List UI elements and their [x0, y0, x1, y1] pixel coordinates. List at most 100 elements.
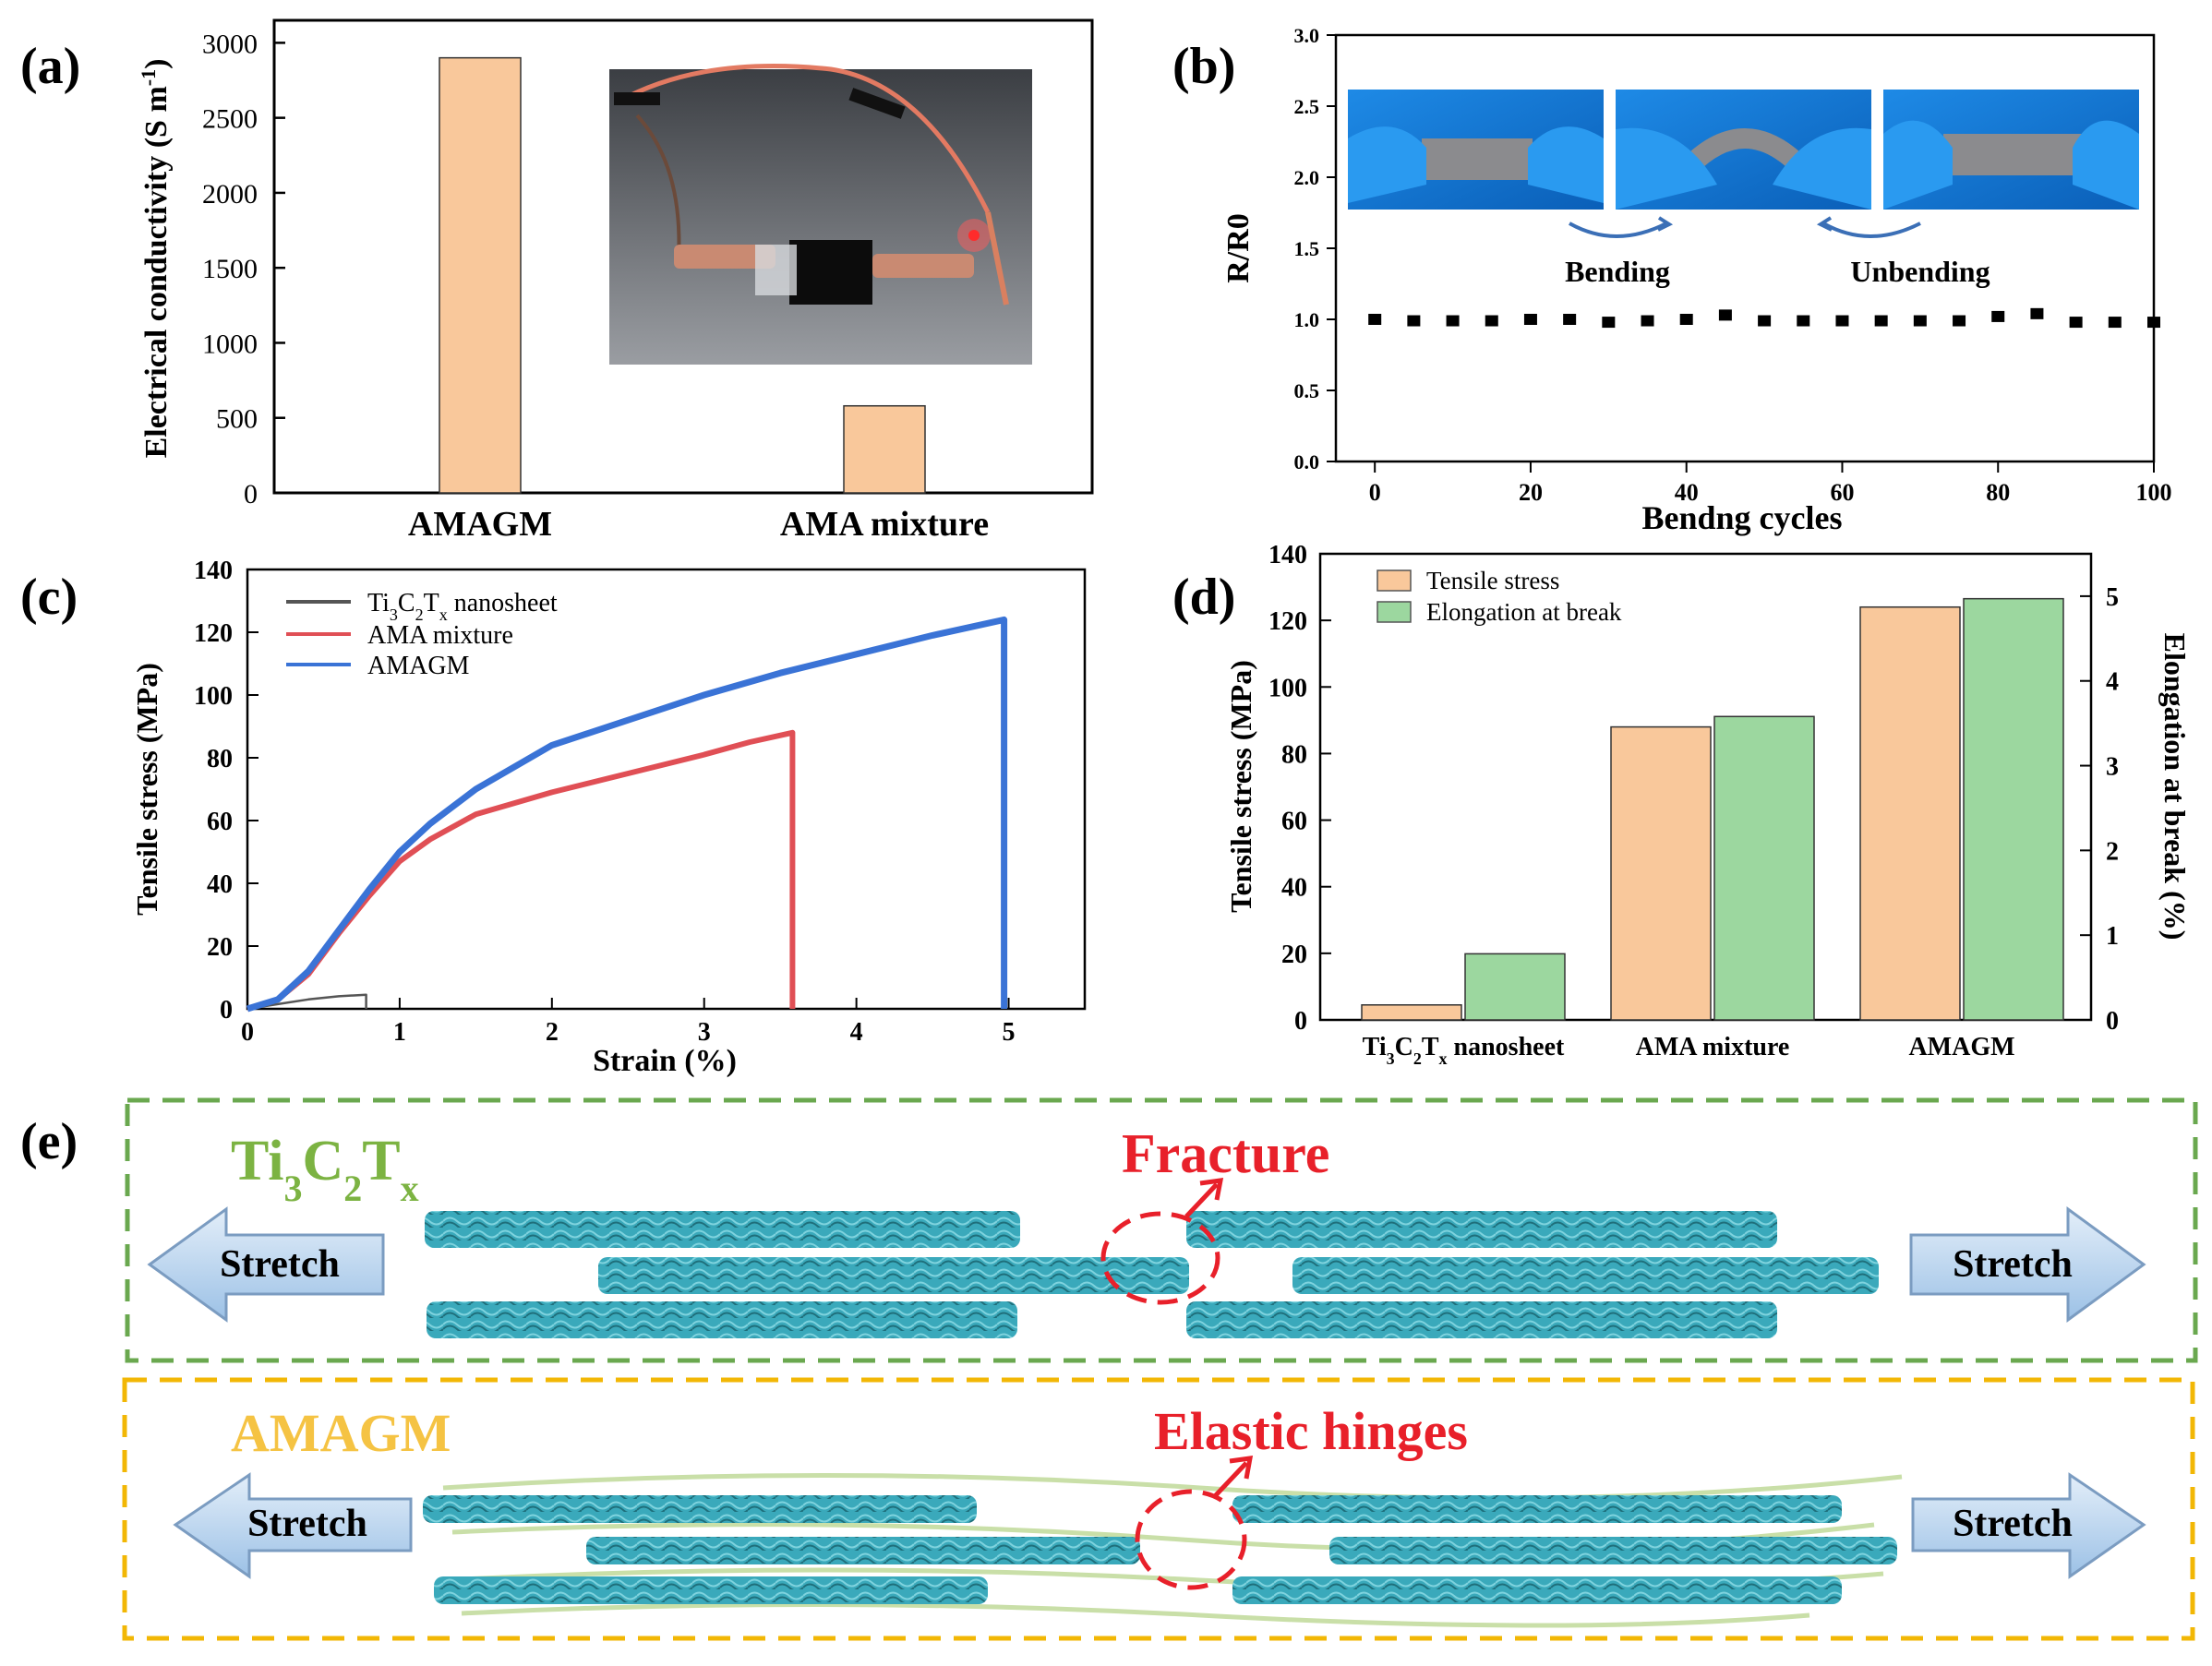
- line-amagm: [246, 616, 1008, 1013]
- panel-c-x-label: Strain (%): [593, 1044, 737, 1078]
- ti3c2tx-nanosheet-stack: [425, 1211, 1879, 1338]
- y-tick-label: 1.0: [1294, 308, 1320, 331]
- nanosheet-layer: [1186, 1301, 1777, 1338]
- bar-tensile-stress: [1361, 1004, 1462, 1021]
- panel-a-y-label: Electrical conductivity (S m-1): [137, 59, 174, 459]
- legend-label: AMAGM: [367, 652, 470, 680]
- x-tick-label: 60: [1830, 479, 1854, 506]
- x-tick-label: 3: [698, 1018, 711, 1047]
- unbending-curved-arrow-icon: [1822, 222, 1921, 238]
- x-category-label: AMA mixture: [780, 505, 989, 544]
- line-ti3c2tx-nanosheet: [246, 993, 367, 1011]
- data-point: [1563, 314, 1577, 325]
- data-point: [2147, 317, 2160, 329]
- data-point: [1679, 314, 1693, 325]
- bar-amagm: [439, 56, 522, 494]
- data-point: [1758, 315, 1772, 327]
- y-tick-label: 2.5: [1294, 95, 1320, 118]
- nanosheet-layer: [434, 1576, 988, 1604]
- x-tick-label: 0: [1369, 479, 1381, 506]
- x-tick-label: 40: [1675, 479, 1699, 506]
- panel-b-points: [1368, 307, 2160, 329]
- y-tick-label: 100: [1268, 674, 1307, 702]
- y2-tick-label: 4: [2106, 668, 2119, 697]
- data-point: [1835, 315, 1849, 327]
- stretch-left-arrow-bottom: Stretch: [173, 1472, 413, 1579]
- data-point: [1485, 315, 1498, 327]
- photo-bending-2: [1616, 90, 1871, 210]
- data-point: [1718, 309, 1732, 321]
- y2-tick-label: 5: [2106, 583, 2119, 612]
- ti3c2tx-title: Ti3C2Tx: [231, 1130, 419, 1209]
- stretch-label: Stretch: [220, 1243, 340, 1286]
- data-point: [1913, 315, 1927, 327]
- legend-swatch: [1376, 601, 1412, 623]
- y-tick-label: 3.0: [1294, 24, 1320, 47]
- panel-d-y2-label: Elongation at break (%): [2158, 633, 2192, 941]
- elastic-hinges-callout: Elastic hinges: [1154, 1401, 1468, 1461]
- x-tick-label: 100: [2136, 479, 2172, 506]
- legend-swatch: [1376, 569, 1412, 592]
- x-tick-label: 80: [1986, 479, 2010, 506]
- panel-c-y-label: Tensile stress (MPa): [130, 663, 163, 916]
- photo-bending-sequence: Bending Unbending: [1348, 90, 2139, 288]
- nanosheet-layer: [1232, 1576, 1842, 1604]
- fracture-circle-marker: [1100, 1211, 1220, 1305]
- bar-ama-mixture: [843, 404, 926, 494]
- panel-a-x-categories: AMAGM AMA mixture: [408, 505, 989, 544]
- y-tick-label: 20: [1281, 941, 1307, 969]
- fracture-pointer-arrow-icon: [1184, 1182, 1219, 1218]
- data-point: [2069, 317, 2083, 329]
- y-tick-label: 0: [220, 996, 233, 1025]
- polymer-chain: [461, 1601, 1810, 1628]
- panel-b-x-label: Bendng cycles: [1641, 499, 1842, 536]
- data-point: [1368, 314, 1382, 325]
- panel-c-plot-frame: [246, 568, 1087, 1011]
- x-tick-label: 2: [546, 1018, 559, 1047]
- y-tick-label: 80: [1281, 740, 1307, 769]
- nanosheet-layer: [423, 1495, 977, 1523]
- y-tick-label: 120: [1268, 607, 1307, 636]
- x-tick-label: 20: [1519, 479, 1543, 506]
- x-tick-label: 0: [241, 1018, 254, 1047]
- bar-elongation-at-break: [1963, 597, 2064, 1021]
- panel-b-label: (b): [1172, 38, 1235, 95]
- x-category-label: AMA mixture: [1636, 1033, 1790, 1061]
- amagm-title: AMAGM: [231, 1403, 451, 1463]
- photo-bending-1: [1348, 90, 1604, 210]
- y-tick-label: 0.0: [1294, 450, 1320, 473]
- y-tick-label: 140: [1268, 541, 1307, 569]
- line-ama-mixture: [246, 729, 796, 1012]
- y2-tick-label: 2: [2106, 837, 2119, 866]
- unbending-caption: Unbending: [1850, 255, 1990, 288]
- hinge-pointer-arrow-icon: [1212, 1461, 1248, 1499]
- y-tick-label: 0.5: [1294, 379, 1320, 402]
- photo-led-circuit: [609, 64, 1032, 365]
- y-tick-label: 1500: [202, 254, 258, 284]
- y-tick-label: 40: [207, 870, 233, 899]
- data-point: [1523, 314, 1537, 325]
- y2-tick-label: 0: [2106, 1007, 2119, 1036]
- panel-d-bars: [1361, 597, 2064, 1021]
- y-tick-label: 0: [244, 479, 258, 509]
- y-tick-label: 140: [194, 557, 233, 585]
- y-tick-label: 2500: [202, 104, 258, 135]
- data-point: [2108, 317, 2122, 329]
- nanosheet-layer: [598, 1257, 1189, 1294]
- data-point: [1874, 315, 1888, 327]
- y-tick-label: 2000: [202, 179, 258, 210]
- stretch-right-arrow-top: Stretch: [1909, 1206, 2146, 1323]
- y2-tick-label: 3: [2106, 753, 2119, 782]
- panel-a-label: (a): [20, 38, 80, 95]
- polymer-chain: [442, 1473, 1903, 1501]
- stretch-label: Stretch: [1953, 1243, 2073, 1286]
- y-tick-label: 0: [1294, 1007, 1307, 1036]
- x-category-label: AMAGM: [408, 505, 552, 544]
